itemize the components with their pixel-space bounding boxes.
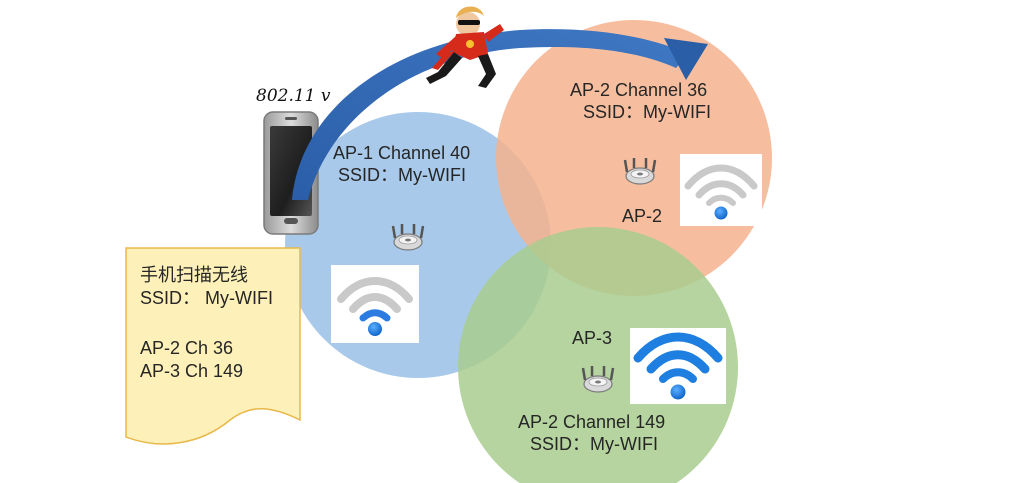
scan-note-line: 手机扫描无线: [140, 265, 248, 285]
scan-note-paper: [125, 247, 301, 445]
ap2-ssid: SSID：My-WIFI: [583, 102, 711, 122]
handwritten-label: 802.11 v: [256, 86, 331, 106]
ap2-name-label: AP-2: [622, 206, 663, 226]
ap3-coverage-circle: [458, 227, 738, 483]
scan-note-line: SSID： My-WIFI: [140, 288, 273, 308]
superhero-icon: [426, 6, 504, 88]
scan-note-line: AP-3 Ch 149: [140, 361, 244, 381]
wifi-icon: [630, 328, 726, 404]
ap3-name-label: AP-3: [572, 328, 613, 348]
router-icon: [391, 224, 425, 251]
ap2-title: AP-2 Channel 36: [570, 80, 708, 100]
router-icon: [581, 366, 615, 393]
roaming-arrow-head: [664, 38, 708, 80]
router-icon: [623, 158, 657, 185]
ap1-title: AP-1 Channel 40: [333, 143, 471, 163]
ap3-title: AP-2 Channel 149: [518, 412, 666, 432]
scan-note-line: AP-2 Ch 36: [140, 338, 234, 358]
roaming-arrow: [292, 29, 688, 200]
wifi-icon: [680, 154, 762, 226]
wifi-icon: [331, 265, 419, 343]
ap3-ssid: SSID：My-WIFI: [530, 434, 658, 454]
ap1-ssid: SSID：My-WIFI: [338, 165, 466, 185]
